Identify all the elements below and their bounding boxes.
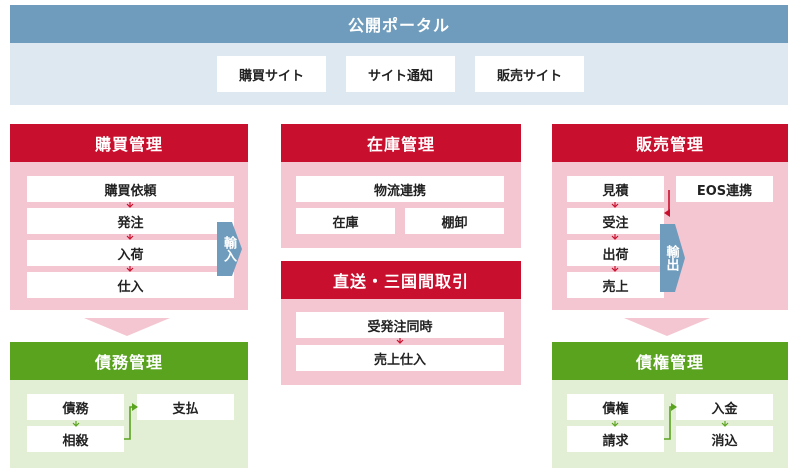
purchase-step-request: 購買依頼 <box>27 176 234 202</box>
direct-header: 直送・三国間取引 <box>281 261 521 299</box>
inventory-logistics: 物流連携 <box>296 176 504 202</box>
inventory-body <box>281 162 521 248</box>
step-label: 債務 <box>62 401 89 417</box>
import-label: 輸入 <box>217 222 239 276</box>
funnel-arrow-right <box>624 318 710 336</box>
purchase-step-receiving: 入荷 <box>27 240 234 266</box>
import-text: 輸入 <box>221 236 236 262</box>
funnel-arrow-left <box>84 318 170 336</box>
step-label: 仕入 <box>117 279 144 295</box>
step-label: 棚卸 <box>441 215 468 231</box>
direct-step-simultaneous: 受発注同時 <box>296 312 504 338</box>
credit-step-receipt: 入金 <box>676 394 773 420</box>
purchase-header: 購買管理 <box>10 124 248 162</box>
step-label: 支払 <box>172 401 199 417</box>
portal-item-label: 販売サイト <box>496 68 562 84</box>
step-label: 消込 <box>711 433 738 449</box>
direct-title: 直送・三国間取引 <box>332 272 469 291</box>
sales-step-sales: 売上 <box>567 272 664 298</box>
credit-header: 債権管理 <box>552 342 788 380</box>
step-label: 出荷 <box>602 247 629 263</box>
credit-step-reconcile: 消込 <box>676 426 773 452</box>
inventory-stocktaking: 棚卸 <box>405 208 504 234</box>
credit-step-billing: 請求 <box>567 426 664 452</box>
portal-item-label: 購買サイト <box>238 68 304 84</box>
debt-step-payment: 支払 <box>137 394 234 420</box>
step-label: 債権 <box>602 401 629 417</box>
debt-header: 債務管理 <box>10 342 248 380</box>
step-label: EOS連携 <box>696 183 753 199</box>
portal-item-sales-site[interactable]: 販売サイト <box>475 56 584 92</box>
portal-title: 公開ポータル <box>347 16 450 35</box>
export-text: 輸出 <box>663 245 679 271</box>
step-label: 入金 <box>711 401 738 417</box>
credit-step-credit: 債権 <box>567 394 664 420</box>
step-label: 相殺 <box>62 433 89 449</box>
sales-eos: EOS連携 <box>676 176 773 202</box>
step-label: 見積 <box>602 183 629 199</box>
direct-step-sales-purchase: 売上仕入 <box>296 345 504 371</box>
inventory-header: 在庫管理 <box>281 124 521 162</box>
step-label: 購買依頼 <box>104 183 157 199</box>
debt-step-debt: 債務 <box>27 394 124 420</box>
sales-header: 販売管理 <box>552 124 788 162</box>
step-label: 入荷 <box>117 247 144 263</box>
debt-step-offset: 相殺 <box>27 426 124 452</box>
sales-title: 販売管理 <box>635 135 704 154</box>
debt-title: 債務管理 <box>94 353 163 372</box>
portal-item-purchase-site[interactable]: 購買サイト <box>217 56 326 92</box>
sales-step-estimate: 見積 <box>567 176 664 202</box>
step-label: 物流連携 <box>373 183 426 199</box>
sales-step-order: 受注 <box>567 208 664 234</box>
step-label: 受注 <box>602 215 629 231</box>
step-label: 在庫 <box>332 215 359 231</box>
purchase-title: 購買管理 <box>94 135 163 154</box>
portal-item-label: サイト通知 <box>367 68 433 84</box>
inventory-title: 在庫管理 <box>366 135 435 154</box>
inventory-stock: 在庫 <box>296 208 395 234</box>
portal-header: 公開ポータル <box>10 5 788 43</box>
step-label: 発注 <box>117 215 144 231</box>
step-label: 受発注同時 <box>367 319 433 335</box>
sales-step-shipping: 出荷 <box>567 240 664 266</box>
purchase-step-order: 発注 <box>27 208 234 234</box>
export-label: 輸出 <box>660 224 682 292</box>
purchase-step-purchase: 仕入 <box>27 272 234 298</box>
step-label: 売上仕入 <box>373 352 426 368</box>
credit-title: 債権管理 <box>635 353 704 372</box>
portal-item-site-notice[interactable]: サイト通知 <box>346 56 455 92</box>
step-label: 請求 <box>602 433 629 449</box>
step-label: 売上 <box>602 279 629 295</box>
